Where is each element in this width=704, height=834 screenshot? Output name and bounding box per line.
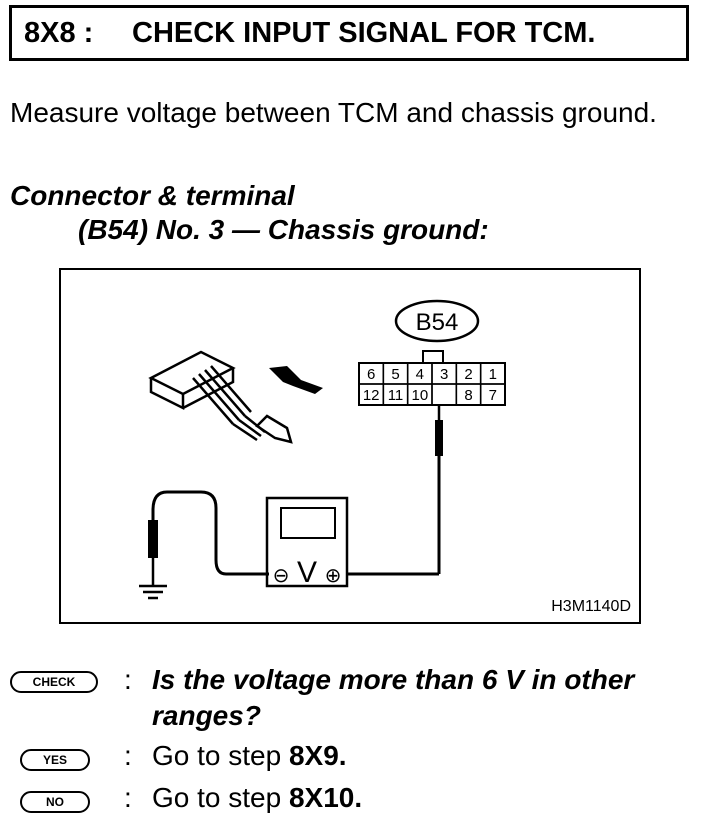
pin-label: 10	[411, 387, 428, 404]
question-colon: :	[124, 664, 132, 695]
pin-label: 6	[367, 366, 375, 383]
yes-badge: YES	[20, 749, 90, 771]
connector-latch	[422, 350, 444, 364]
connector-label-ellipse	[394, 299, 480, 343]
connector-heading: Connector & terminal	[10, 180, 295, 211]
step-title: CHECK INPUT SIGNAL FOR TCM.	[132, 17, 596, 49]
check-badge: CHECK	[10, 671, 98, 693]
step-code: 8X8 :	[24, 17, 94, 49]
insertion-arrow-icon	[269, 366, 323, 394]
harness-connector-sketch	[148, 350, 293, 444]
pin-label: 4	[416, 366, 424, 383]
no-answer: Go to step 8X10.	[152, 782, 362, 814]
pin-cell	[479, 383, 506, 406]
yes-answer: Go to step 8X9.	[152, 740, 347, 772]
connector-spec: (B54) No. 3 — Chassis ground:	[78, 214, 489, 245]
no-answer-prefix: Go to step	[152, 782, 289, 813]
ground-probe	[148, 520, 158, 558]
voltmeter	[265, 496, 349, 588]
pin-label: 2	[464, 366, 472, 383]
pin-label: 8	[464, 387, 472, 404]
intro-text: Measure voltage between TCM and chassis …	[10, 97, 657, 128]
voltmeter-symbol: V	[297, 556, 317, 589]
no-badge: NO	[20, 791, 90, 813]
step-header: 8X8 : CHECK INPUT SIGNAL FOR TCM.	[9, 5, 689, 61]
minus-terminal: ⊖	[273, 563, 290, 587]
yes-colon: :	[124, 740, 132, 771]
pin-label: 3	[440, 366, 448, 383]
yes-answer-prefix: Go to step	[152, 740, 289, 771]
question-text: Is the voltage more than 6 V in other ra…	[152, 664, 635, 731]
voltmeter-display	[280, 507, 336, 539]
pin-label: 11	[388, 387, 404, 404]
pin-cell	[431, 383, 458, 406]
no-answer-target: 8X10.	[288, 782, 363, 813]
pin-label: 7	[489, 387, 497, 404]
ground-lead	[151, 490, 269, 576]
probe-handle	[435, 420, 443, 456]
pin-label: 1	[489, 366, 497, 383]
no-colon: :	[124, 782, 132, 813]
plus-terminal: ⊕	[325, 563, 342, 587]
pin-label: 5	[391, 366, 399, 383]
connector-label: B54	[416, 309, 459, 336]
yes-answer-target: 8X9.	[288, 740, 347, 771]
pin-label: 12	[363, 387, 380, 404]
figure-code: H3M1140D	[551, 598, 631, 615]
